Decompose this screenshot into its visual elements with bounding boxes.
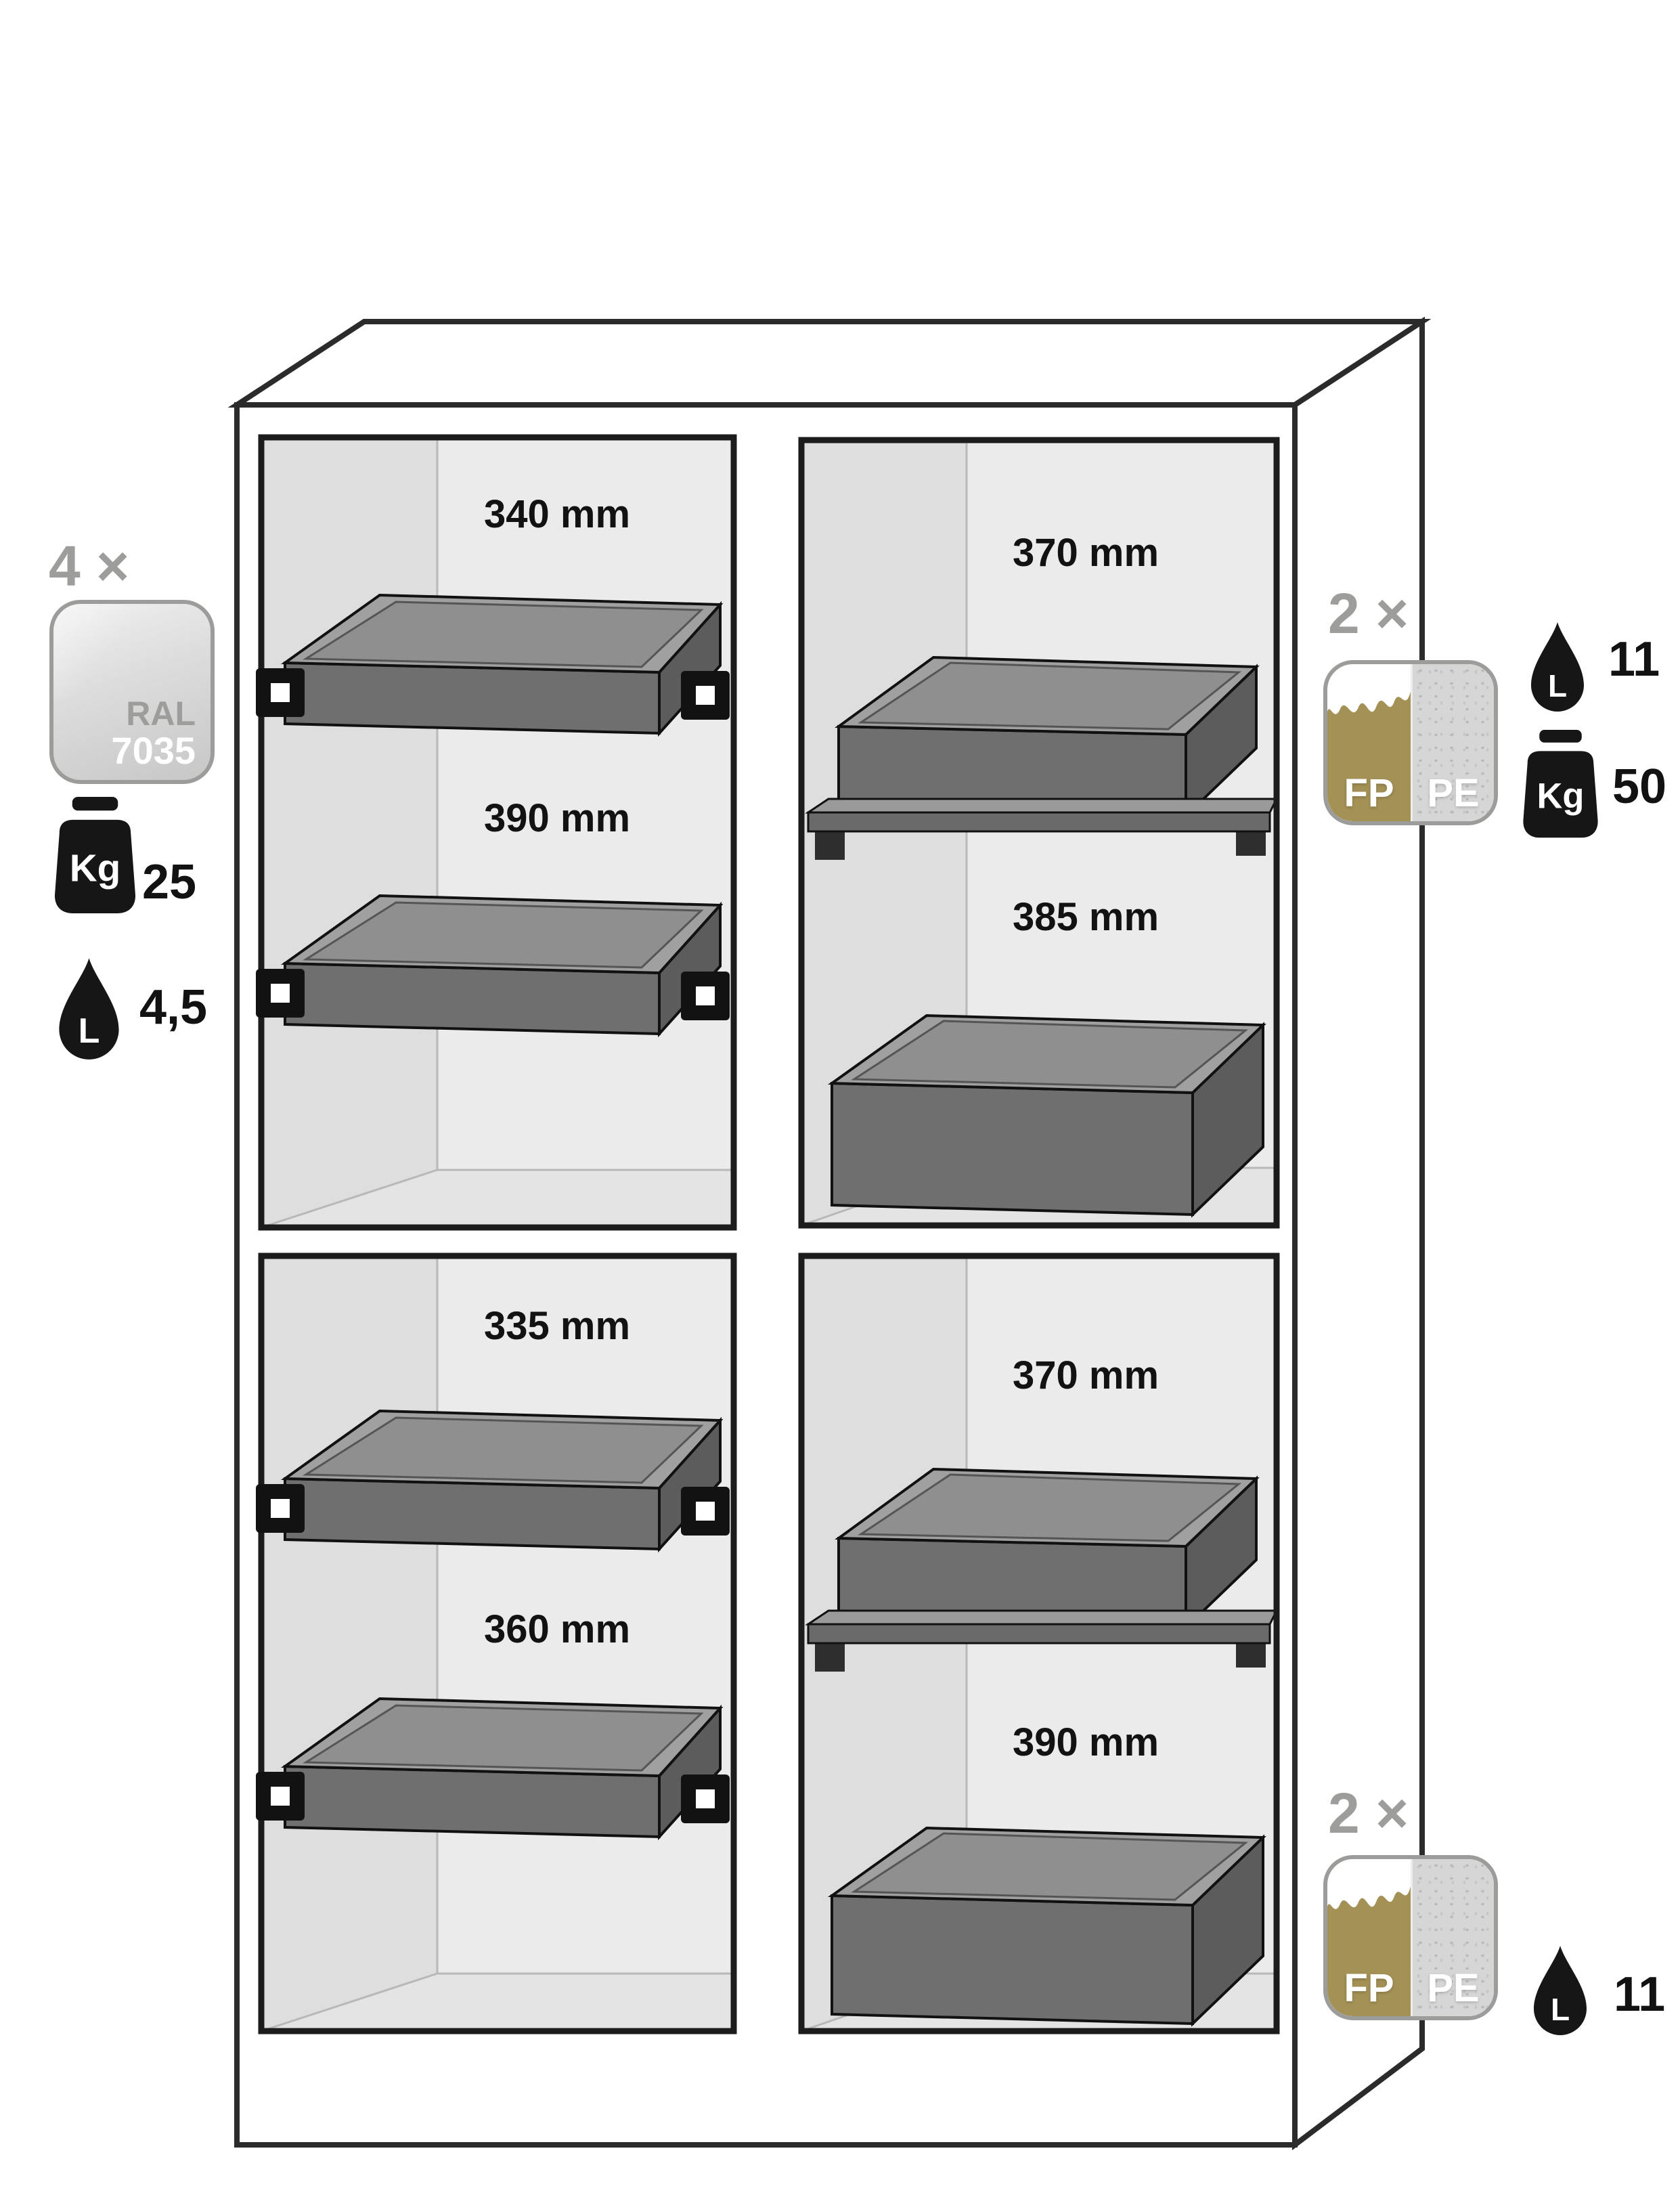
quantity-label: 4 × xyxy=(49,534,130,598)
shelf-depth-label: 335 mm xyxy=(483,1304,631,1348)
quantity-label: 2 × xyxy=(1328,1781,1409,1845)
drop-icon: L xyxy=(1524,621,1591,712)
quantity-label: 2 × xyxy=(1328,582,1409,645)
liters-unit-label: L xyxy=(1551,1992,1570,2027)
drop-icon: L xyxy=(51,957,127,1060)
drop-icon: L xyxy=(1526,1944,1594,2036)
shelf-tray xyxy=(835,655,1260,819)
shelf-depth-label: 370 mm xyxy=(1012,1353,1159,1397)
weight-icon: Kg xyxy=(1518,730,1603,840)
ral-label: RAL xyxy=(126,694,196,733)
pe-half: PE xyxy=(1411,664,1494,821)
shelf-depth-label: 340 mm xyxy=(483,492,631,536)
fp-half: FP xyxy=(1327,1859,1411,2016)
fp-half: FP xyxy=(1327,664,1411,821)
pull-out-tray xyxy=(280,894,724,1038)
shelf-depth-label: 385 mm xyxy=(1012,895,1159,939)
weight-value: 25 xyxy=(142,855,197,909)
shelf-depth-label: 360 mm xyxy=(483,1607,631,1651)
sump-tray xyxy=(827,1826,1266,2027)
weight-icon: Kg xyxy=(49,797,141,916)
pe-half: PE xyxy=(1411,1859,1494,2016)
pull-out-tray xyxy=(280,1409,724,1553)
pe-label: PE xyxy=(1427,1966,1480,2010)
paint-drip-icon xyxy=(1327,1859,1411,1909)
weight-value: 50 xyxy=(1612,760,1667,814)
volume-value: 4,5 xyxy=(139,980,208,1035)
fp-pe-material-icon: FP PE xyxy=(1323,1855,1498,2020)
compartment-bottom-left xyxy=(256,1253,737,2034)
ral-code: 7035 xyxy=(111,729,196,772)
shelf-board xyxy=(805,1609,1279,1672)
shelf-tray xyxy=(835,1467,1260,1631)
tray-handles xyxy=(256,668,730,720)
tray-handles xyxy=(256,1772,730,1823)
compartment-top-left xyxy=(256,434,737,1231)
fp-label: FP xyxy=(1344,1966,1394,2010)
fp-pe-material-icon: FP PE xyxy=(1323,660,1498,825)
compartment-bottom-right xyxy=(798,1253,1280,2034)
fp-label: FP xyxy=(1344,771,1394,815)
kg-unit-label: Kg xyxy=(1537,776,1585,816)
tray-handles xyxy=(256,969,730,1020)
compartment-top-right xyxy=(798,437,1280,1229)
sump-tray xyxy=(827,1014,1266,1218)
shelf-depth-label: 390 mm xyxy=(483,796,631,840)
ral-7035-swatch: RAL 7035 xyxy=(49,600,215,784)
shelf-depth-label: 370 mm xyxy=(1012,531,1159,575)
tray-handles xyxy=(256,1484,730,1536)
paint-drip-icon xyxy=(1327,664,1411,714)
volume-value: 11 xyxy=(1614,1967,1666,2022)
shelf-board xyxy=(805,798,1279,860)
cabinet-top-face xyxy=(227,319,1432,408)
liters-unit-label: L xyxy=(79,1011,100,1051)
liters-unit-label: L xyxy=(1548,668,1567,703)
pe-label: PE xyxy=(1427,771,1480,815)
shelf-depth-label: 390 mm xyxy=(1012,1720,1159,1764)
volume-value: 11 xyxy=(1608,632,1660,687)
pull-out-tray xyxy=(280,593,724,737)
pull-out-tray xyxy=(280,1697,724,1841)
kg-unit-label: Kg xyxy=(70,847,121,890)
